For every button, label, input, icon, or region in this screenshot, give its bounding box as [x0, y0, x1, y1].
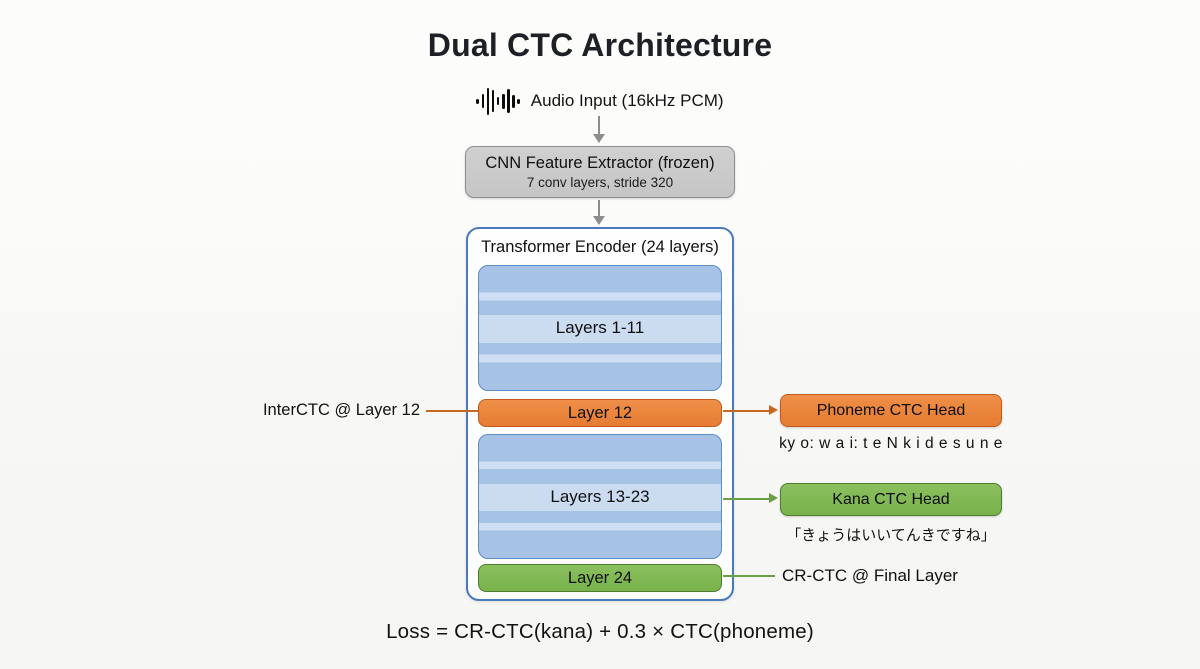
arrow-audio-to-cnn-line — [598, 116, 600, 135]
arrow-audio-to-cnn-head — [593, 134, 605, 143]
encoder-block-layer-12: Layer 12 — [478, 399, 722, 427]
transformer-encoder-title: Transformer Encoder (24 layers) — [481, 238, 719, 256]
arrow-cnn-to-encoder-head — [593, 216, 605, 225]
diagram-title: Dual CTC Architecture — [427, 27, 773, 63]
encoder-block-layers-13-23: Layers 13-23 — [478, 434, 722, 559]
audio-input-label: Audio Input (16kHz PCM) — [530, 91, 724, 110]
crctc-final-annotation: CR-CTC @ Final Layer — [782, 566, 958, 585]
arrow-layer12-to-phoneme-head — [769, 405, 778, 415]
kana-ctc-head-box: Kana CTC Head — [780, 483, 1002, 516]
kana-output-text: 「きょうはいいてんきですね」 — [786, 527, 996, 544]
arrow-cnn-to-encoder-line — [598, 200, 600, 217]
loss-formula: Loss = CR-CTC(kana) + 0.3 × CTC(phoneme) — [386, 620, 814, 643]
encoder-block-layer-24: Layer 24 — [478, 564, 722, 592]
cnn-box-title: CNN Feature Extractor (frozen) — [485, 154, 715, 172]
audio-waveform-icon — [476, 86, 520, 116]
audio-input: Audio Input (16kHz PCM) — [0, 86, 1200, 116]
cnn-box-subtitle: 7 conv layers, stride 320 — [526, 175, 674, 190]
phoneme-ctc-head-box: Phoneme CTC Head — [780, 394, 1002, 427]
transformer-encoder-box: Transformer Encoder (24 layers) Layers 1… — [466, 227, 734, 601]
encoder-block-layers-1-11: Layers 1-11 — [478, 265, 722, 391]
connector-layer24-to-crctc-line — [723, 575, 775, 577]
cnn-feature-extractor-box: CNN Feature Extractor (frozen) 7 conv la… — [465, 146, 735, 198]
arrow-layers13-23-to-kana-line — [723, 498, 769, 500]
interctc-annotation: InterCTC @ Layer 12 — [262, 401, 420, 419]
arrow-layers13-23-to-kana-head — [769, 493, 778, 503]
connector-interctc-line — [426, 410, 479, 412]
phoneme-output-text: ky o: w a i: t e N k i d e s u n e — [779, 435, 1003, 452]
arrow-layer12-to-phoneme-line — [723, 410, 769, 412]
